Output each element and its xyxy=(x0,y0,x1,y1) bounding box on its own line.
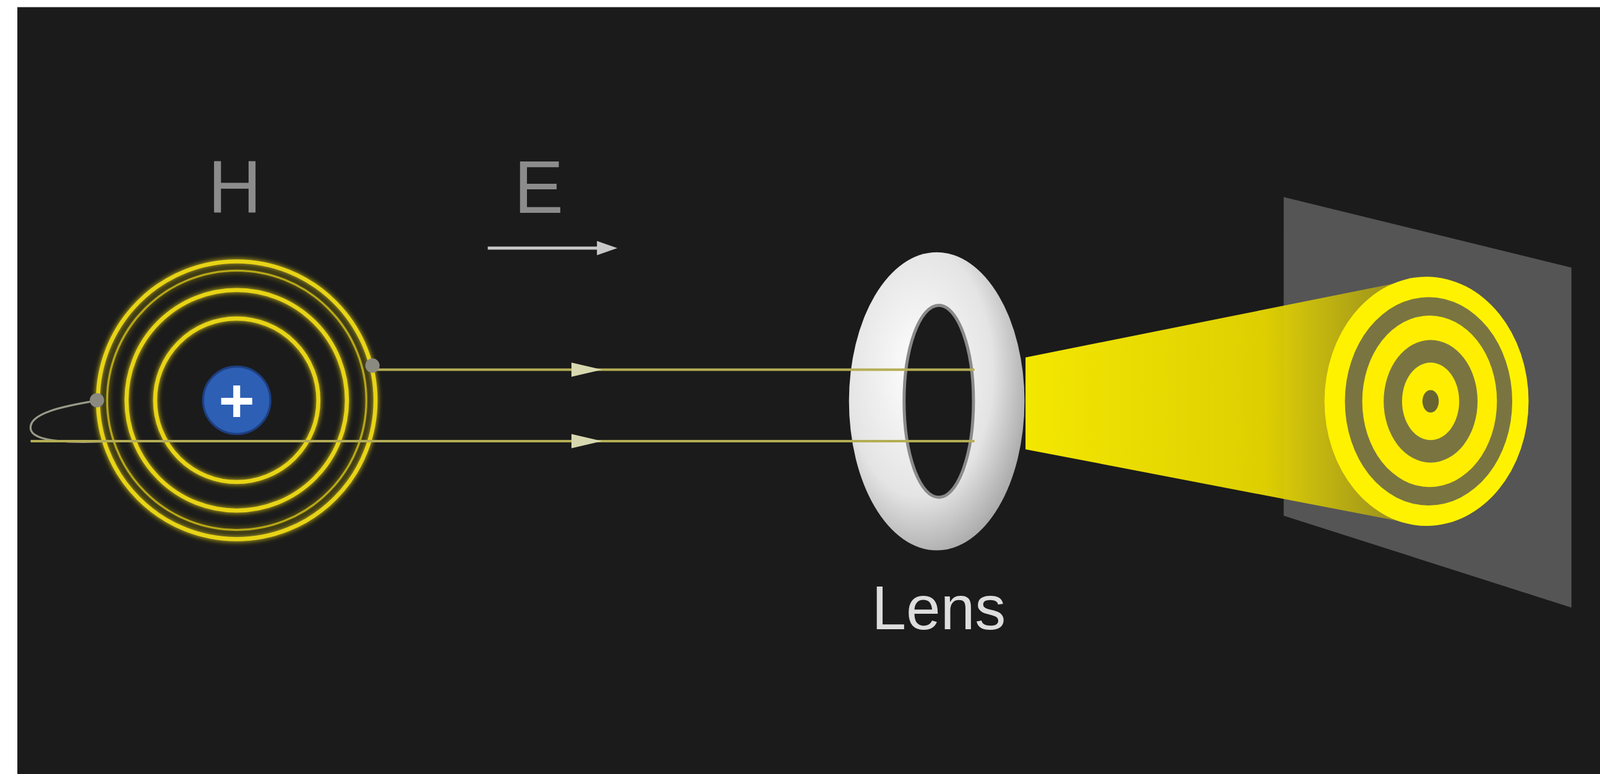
beam-lines xyxy=(30,369,975,441)
screen xyxy=(1283,197,1572,608)
electron-dot xyxy=(89,392,104,407)
field-label: E xyxy=(513,149,564,224)
background xyxy=(17,7,1600,774)
lens-hole xyxy=(904,304,974,497)
beam-arrowhead xyxy=(571,433,602,448)
interference-rings xyxy=(1324,276,1529,526)
nucleus xyxy=(202,366,271,434)
charge-sign: + xyxy=(218,369,255,432)
atom-label: H xyxy=(207,149,262,224)
field-arrowhead xyxy=(596,240,618,255)
electron-dot xyxy=(365,358,380,373)
lens-torus xyxy=(849,252,1025,551)
beam-arrowhead xyxy=(571,362,602,377)
field-arrow xyxy=(487,246,603,250)
lens-label: Lens xyxy=(871,576,1006,639)
orbit-rings xyxy=(97,261,376,540)
